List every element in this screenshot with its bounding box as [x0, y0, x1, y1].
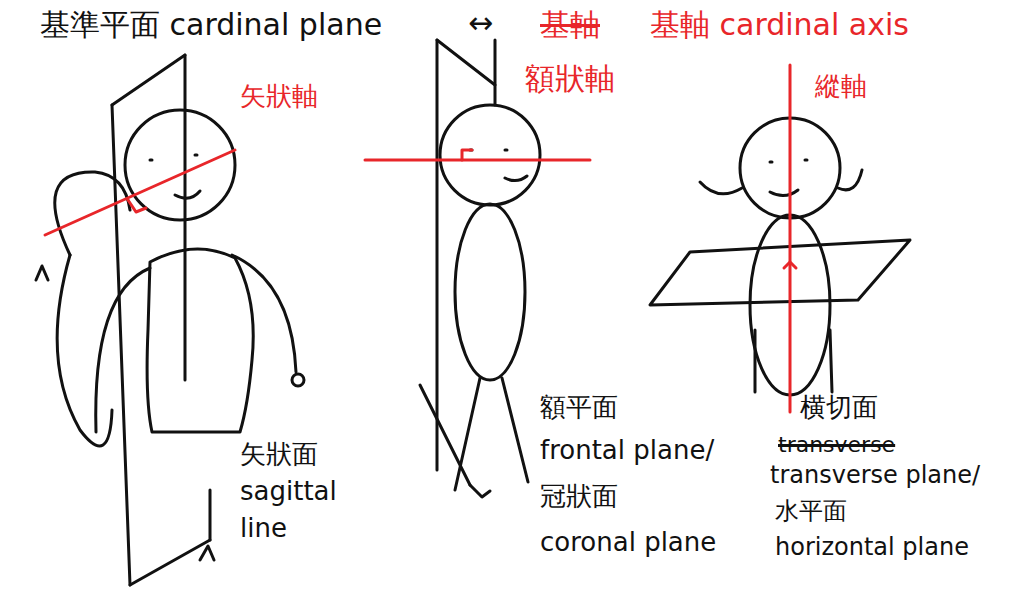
title-text: 基準平面 cardinal plane [40, 8, 382, 43]
axis-label: 縱軸 [815, 72, 867, 102]
frontal-axis [365, 150, 590, 160]
axis-label: 額狀軸 [525, 62, 615, 97]
plane-label: 水平面 [775, 498, 847, 526]
sagittal-axis [45, 150, 235, 235]
longitudinal-axis [784, 65, 796, 412]
title-text: 基軸 cardinal axis [650, 8, 909, 43]
plane-label: frontal plane/ [540, 436, 714, 466]
plane-label: 横切面 [800, 393, 878, 423]
axis-label: 矢狀軸 [240, 82, 318, 112]
struck-text: 基軸 [540, 8, 600, 43]
frontal-figure [420, 40, 540, 497]
plane-label: line [240, 514, 287, 544]
plane-label: 冠狀面 [540, 482, 618, 512]
plane-label: transverse plane/ [770, 462, 980, 490]
struck-text: transverse [778, 432, 895, 457]
plane-label: 矢狀面 [240, 440, 318, 470]
plane-label: coronal plane [540, 528, 716, 558]
transverse-figure [650, 118, 910, 395]
arrow-symbol: ↔ [468, 6, 493, 41]
plane-label: 額平面 [540, 393, 618, 423]
plane-label: horizontal plane [775, 534, 969, 562]
plane-label: sagittal [240, 477, 337, 507]
